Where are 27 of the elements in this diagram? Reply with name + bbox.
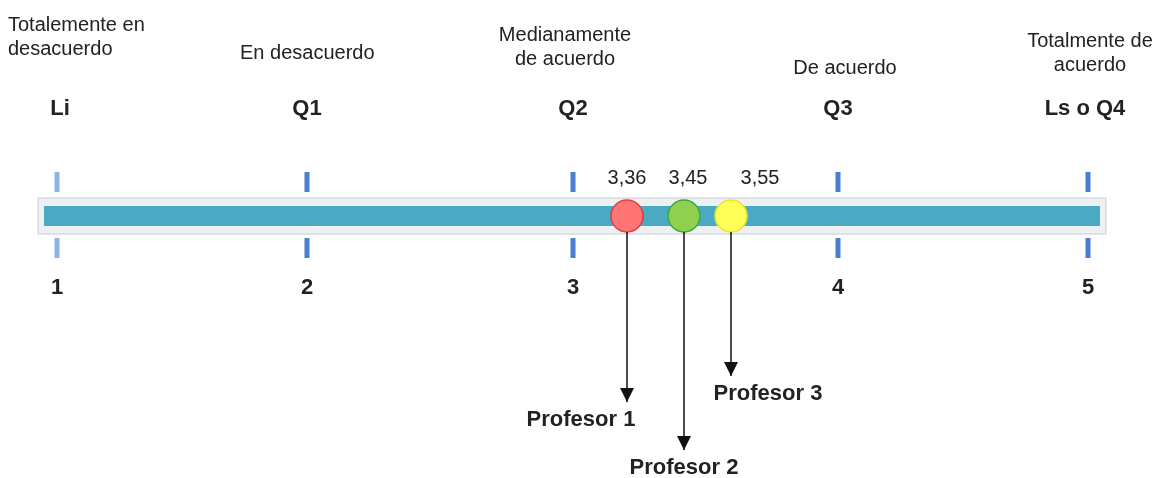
teacher-label: Profesor 3 xyxy=(695,376,841,410)
quartile-label: Q3 xyxy=(822,95,854,122)
scale-number: 1 xyxy=(49,274,65,301)
category-label: Totalemente en desacuerdo xyxy=(8,12,146,60)
quartile-label: Li xyxy=(49,95,71,122)
category-label: En desacuerdo xyxy=(240,40,376,64)
arrow xyxy=(620,231,634,403)
marker-dot xyxy=(714,199,748,233)
scale-number: 5 xyxy=(1080,274,1096,301)
arrow xyxy=(724,231,738,377)
teacher-label: Profesor 1 xyxy=(508,402,654,436)
arrow xyxy=(677,231,691,451)
value-label: 3,45 xyxy=(667,166,709,189)
scale-number: 2 xyxy=(299,274,315,301)
quartile-label: Q1 xyxy=(291,95,323,122)
category-label: Medianamente de acuerdo xyxy=(497,22,633,70)
teacher-label: Profesor 2 xyxy=(611,450,757,478)
category-label: De acuerdo xyxy=(792,55,898,79)
quartile-label: Ls o Q4 xyxy=(1043,95,1127,122)
scale-number: 4 xyxy=(830,274,846,301)
marker-dot xyxy=(610,199,644,233)
marker-dot xyxy=(667,199,701,233)
scale-number: 3 xyxy=(565,274,581,301)
value-label: 3,36 xyxy=(606,166,648,189)
category-label: Totalmente de acuerdo xyxy=(1026,28,1154,76)
value-label: 3,55 xyxy=(739,166,781,189)
quartile-label: Q2 xyxy=(557,95,589,122)
